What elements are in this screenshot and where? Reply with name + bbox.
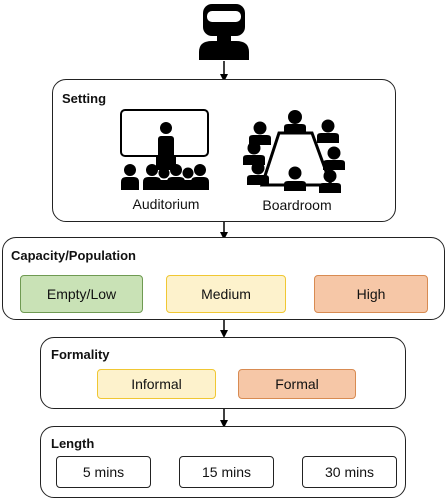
capacity-option-high[interactable]: High <box>314 275 428 313</box>
capacity-title: Capacity/Population <box>11 248 136 263</box>
formality-option-formal[interactable]: Formal <box>238 369 356 399</box>
boardroom-label: Boardroom <box>262 197 332 213</box>
setting-title: Setting <box>62 91 107 106</box>
auditorium-label: Auditorium <box>132 196 200 212</box>
formality-title: Formality <box>51 347 110 362</box>
length-option-5-mins[interactable]: 5 mins <box>56 456 151 488</box>
capacity-option-empty-low[interactable]: Empty/Low <box>20 275 143 313</box>
length-option-30-mins[interactable]: 30 mins <box>302 456 397 488</box>
length-option-15-mins[interactable]: 15 mins <box>179 456 274 488</box>
formality-option-informal[interactable]: Informal <box>97 369 216 399</box>
length-title: Length <box>51 436 95 451</box>
capacity-option-medium[interactable]: Medium <box>166 275 286 313</box>
